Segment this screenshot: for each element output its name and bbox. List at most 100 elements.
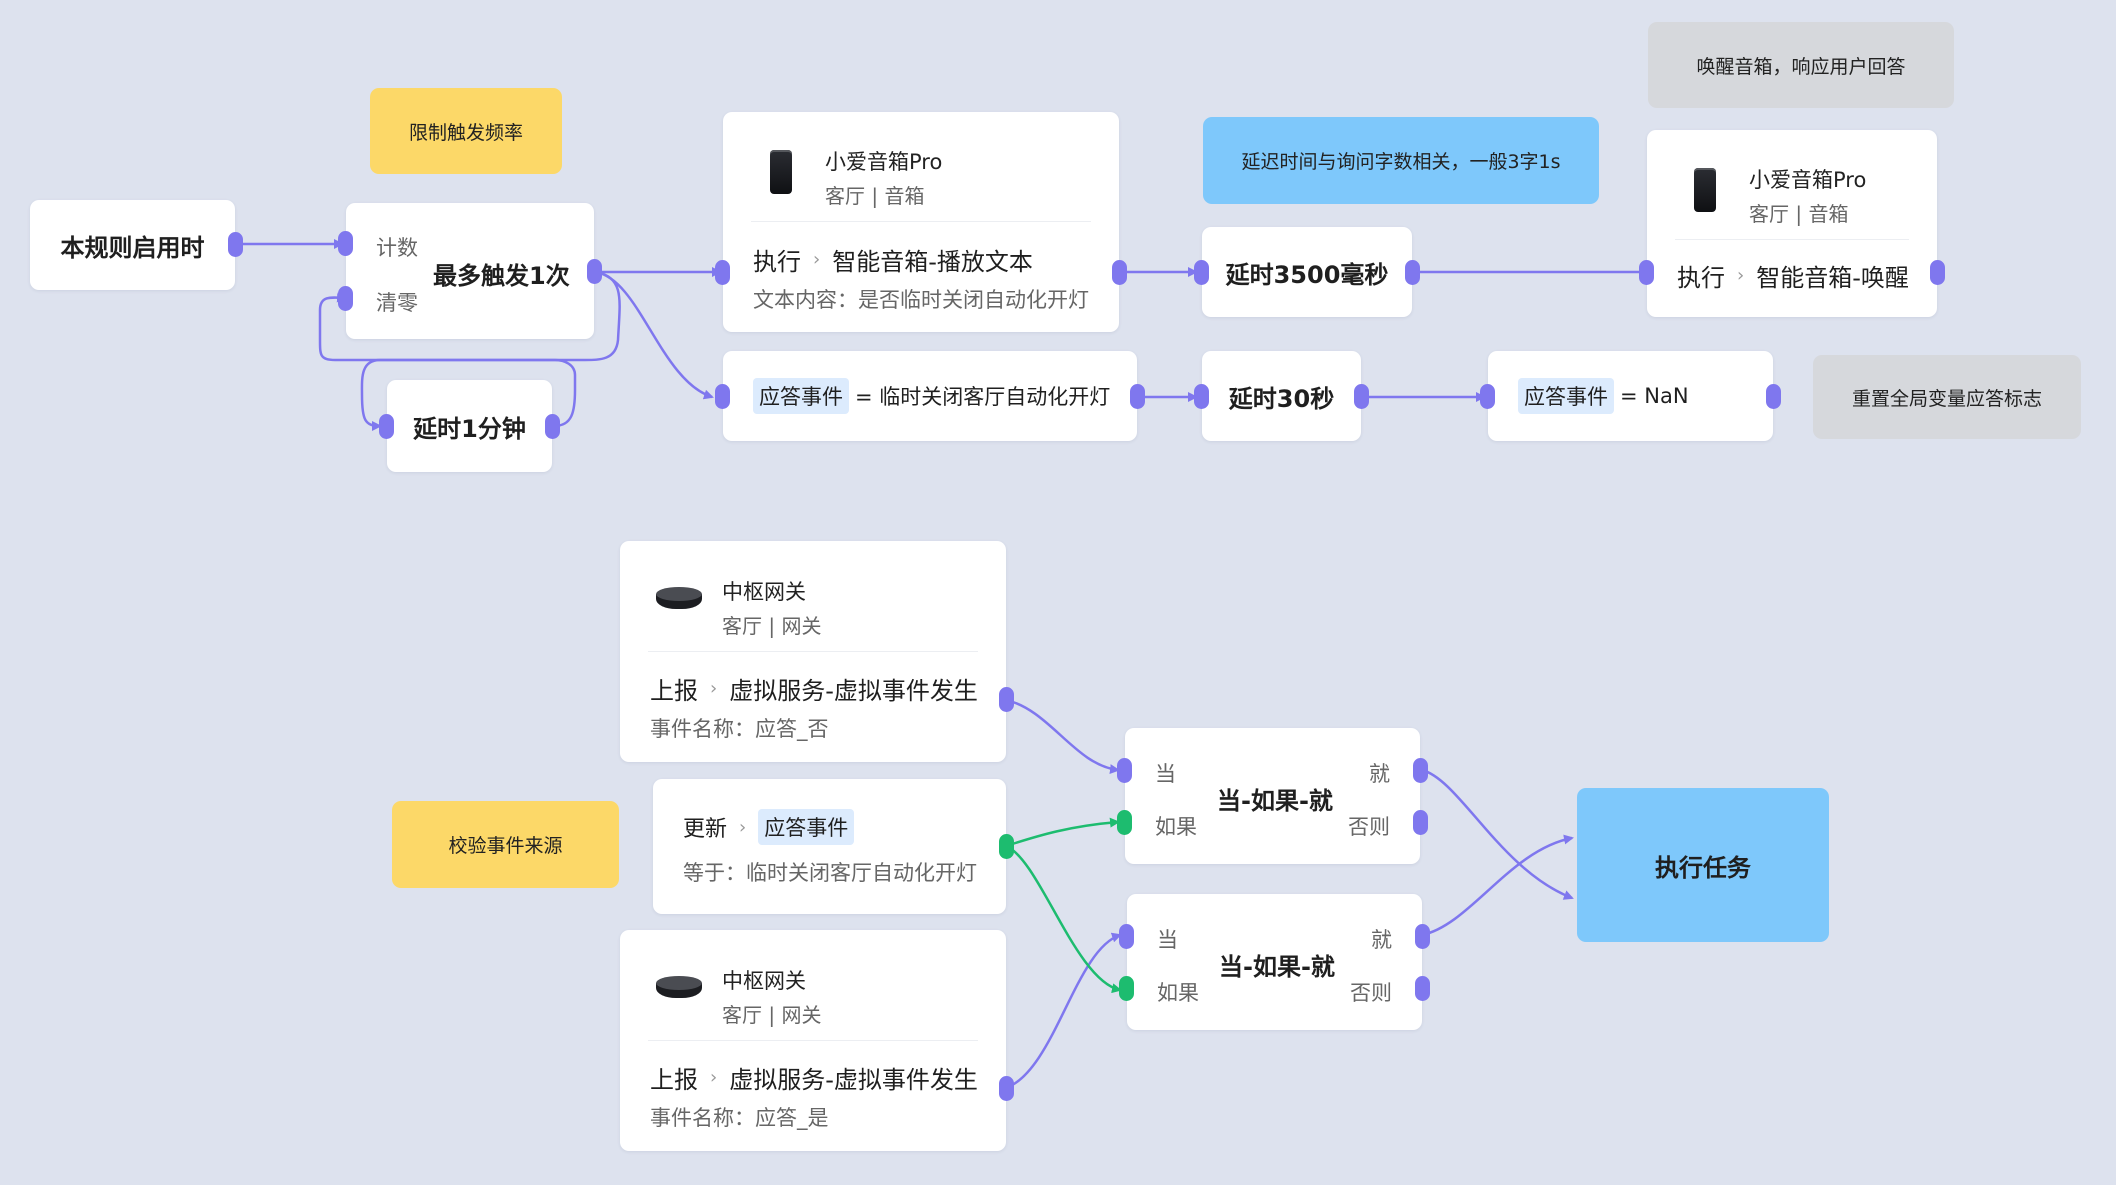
chevron-right-icon: ›: [1737, 265, 1745, 286]
wire-counter-delay: [360, 270, 621, 431]
if-label: 如果: [1157, 981, 1199, 1005]
delay-3500-output-port[interactable]: [1405, 260, 1420, 285]
when-label: 当: [1155, 762, 1176, 786]
delay-3500-node[interactable]: 延时3500毫秒: [1194, 227, 1420, 317]
device-name: 小爱音箱Pro: [825, 150, 943, 174]
update-detail: 等于：临时关闭客厅自动化开灯: [683, 861, 977, 885]
gateway-no-node[interactable]: 中枢网关 客厅 | 网关 上报 › 虚拟服务-虚拟事件发生 事件名称：应答_否: [620, 541, 1014, 762]
delay-30s-label: 延时30秒: [1228, 384, 1335, 413]
speaker-play-node[interactable]: 小爱音箱Pro 客厅 | 音箱 执行 › 智能音箱-播放文本 文本内容：是否临时…: [715, 112, 1127, 332]
wire-cond2-exec: [1421, 834, 1574, 937]
wire-cond1-exec: [1421, 768, 1574, 900]
counter-title: 最多触发1次: [433, 262, 570, 290]
device-location: 客厅 | 网关: [722, 1003, 822, 1027]
note-reset-text: 重置全局变量应答标志: [1851, 387, 2042, 410]
device-name: 中枢网关: [722, 580, 806, 604]
note-wake-text: 唤醒音箱，响应用户回答: [1696, 55, 1906, 78]
else-label: 否则: [1350, 981, 1392, 1005]
count-label: 计数: [376, 236, 418, 260]
delay-30s-output-port[interactable]: [1354, 384, 1369, 409]
set-answer-output-port[interactable]: [1130, 384, 1145, 409]
set-answer-node[interactable]: 应答事件 = 临时关闭客厅自动化开灯: [715, 351, 1145, 441]
then-label: 就: [1369, 762, 1390, 786]
condition-title: 当-如果-就: [1219, 953, 1335, 981]
divider: [648, 1040, 978, 1041]
when-input-port[interactable]: [1117, 758, 1132, 783]
note-limit-frequency-text: 限制触发频率: [408, 121, 523, 144]
speaker-wake-node[interactable]: 小爱音箱Pro 客厅 | 音箱 执行 › 智能音箱-唤醒: [1639, 130, 1945, 317]
condition-2-node[interactable]: 当 如果 当-如果-就 就 否则: [1119, 894, 1430, 1030]
answer-event-tag: 应答事件: [753, 378, 849, 414]
set-answer-input-port[interactable]: [715, 384, 730, 409]
counter-node[interactable]: 计数 清零 最多触发1次: [338, 203, 602, 339]
note-wake[interactable]: 唤醒音箱，响应用户回答: [1648, 22, 1954, 108]
device-name: 小爱音箱Pro: [1749, 168, 1867, 192]
delay-30s-input-port[interactable]: [1194, 384, 1209, 409]
clear-label: 清零: [376, 291, 418, 315]
reset-answer-node[interactable]: 应答事件 = NaN: [1480, 351, 1781, 441]
note-verify-source[interactable]: 校验事件来源: [392, 801, 619, 888]
speaker-icon: [770, 150, 792, 194]
gateway-no-output-port[interactable]: [999, 687, 1014, 712]
action-detail: 事件名称：应答_否: [650, 717, 829, 741]
note-delay[interactable]: 延迟时间与询问字数相关，一般3字1s: [1203, 117, 1599, 204]
action-verb: 上报: [650, 677, 698, 705]
delay-1min-node[interactable]: 延时1分钟: [379, 380, 560, 472]
action-verb: 上报: [650, 1066, 698, 1094]
delay-30s-node[interactable]: 延时30秒: [1194, 351, 1369, 441]
else-label: 否则: [1348, 815, 1390, 839]
reset-answer-input-port[interactable]: [1480, 384, 1495, 409]
answer-event-tag: 应答事件: [1518, 378, 1614, 414]
chevron-right-icon: ›: [739, 816, 747, 838]
else-output-port[interactable]: [1415, 976, 1430, 1001]
set-answer-expression: = 临时关闭客厅自动化开灯: [855, 385, 1111, 409]
trigger-node[interactable]: 本规则启用时: [30, 200, 243, 290]
device-location: 客厅 | 音箱: [825, 184, 925, 208]
device-location: 客厅 | 网关: [722, 614, 822, 638]
when-label: 当: [1157, 928, 1178, 952]
update-answer-node[interactable]: 更新 › 应答事件 等于：临时关闭客厅自动化开灯: [653, 779, 1014, 914]
action-name: 智能音箱-唤醒: [1756, 264, 1909, 292]
trigger-output-port[interactable]: [228, 232, 243, 257]
count-input-port[interactable]: [338, 231, 353, 256]
else-output-port[interactable]: [1413, 810, 1428, 835]
device-name: 中枢网关: [722, 969, 806, 993]
counter-output-port[interactable]: [587, 259, 602, 284]
gateway-yes-output-port[interactable]: [999, 1076, 1014, 1101]
clear-input-port[interactable]: [338, 286, 353, 311]
delay-3500-label: 延时3500毫秒: [1225, 260, 1389, 289]
delay-1min-label: 延时1分钟: [413, 414, 526, 443]
chevron-right-icon: ›: [813, 249, 821, 270]
if-input-port[interactable]: [1117, 810, 1132, 835]
then-output-port[interactable]: [1413, 758, 1428, 783]
action-name: 智能音箱-播放文本: [832, 248, 1033, 276]
note-limit-frequency[interactable]: 限制触发频率: [370, 88, 562, 174]
action-verb: 执行: [1677, 264, 1725, 292]
gateway-yes-node[interactable]: 中枢网关 客厅 | 网关 上报 › 虚拟服务-虚拟事件发生 事件名称：应答_是: [620, 930, 1014, 1151]
reset-answer-output-port[interactable]: [1766, 384, 1781, 409]
condition-1-node[interactable]: 当 如果 当-如果-就 就 否则: [1117, 728, 1428, 864]
gateway-icon: [656, 976, 702, 1002]
if-label: 如果: [1155, 815, 1197, 839]
when-input-port[interactable]: [1119, 924, 1134, 949]
note-reset[interactable]: 重置全局变量应答标志: [1813, 355, 2081, 439]
speaker-play-output-port[interactable]: [1112, 260, 1127, 285]
speaker-play-input-port[interactable]: [715, 260, 730, 285]
update-answer-output-port[interactable]: [999, 834, 1014, 859]
action-verb: 执行: [753, 248, 801, 276]
delay-1min-input-port[interactable]: [379, 414, 394, 439]
speaker-icon: [1694, 168, 1716, 212]
delay-1min-output-port[interactable]: [545, 414, 560, 439]
note-verify-source-text: 校验事件来源: [448, 835, 563, 857]
speaker-wake-input-port[interactable]: [1639, 260, 1654, 285]
execute-task-label: 执行任务: [1655, 853, 1751, 882]
if-input-port[interactable]: [1119, 976, 1134, 1001]
speaker-wake-output-port[interactable]: [1930, 260, 1945, 285]
execute-task-node[interactable]: 执行任务: [1577, 788, 1829, 942]
gateway-icon: [656, 587, 702, 613]
wire-update-cond1: [1005, 817, 1120, 848]
then-output-port[interactable]: [1415, 924, 1430, 949]
action-name: 虚拟服务-虚拟事件发生: [729, 677, 978, 705]
delay-3500-input-port[interactable]: [1194, 260, 1209, 285]
